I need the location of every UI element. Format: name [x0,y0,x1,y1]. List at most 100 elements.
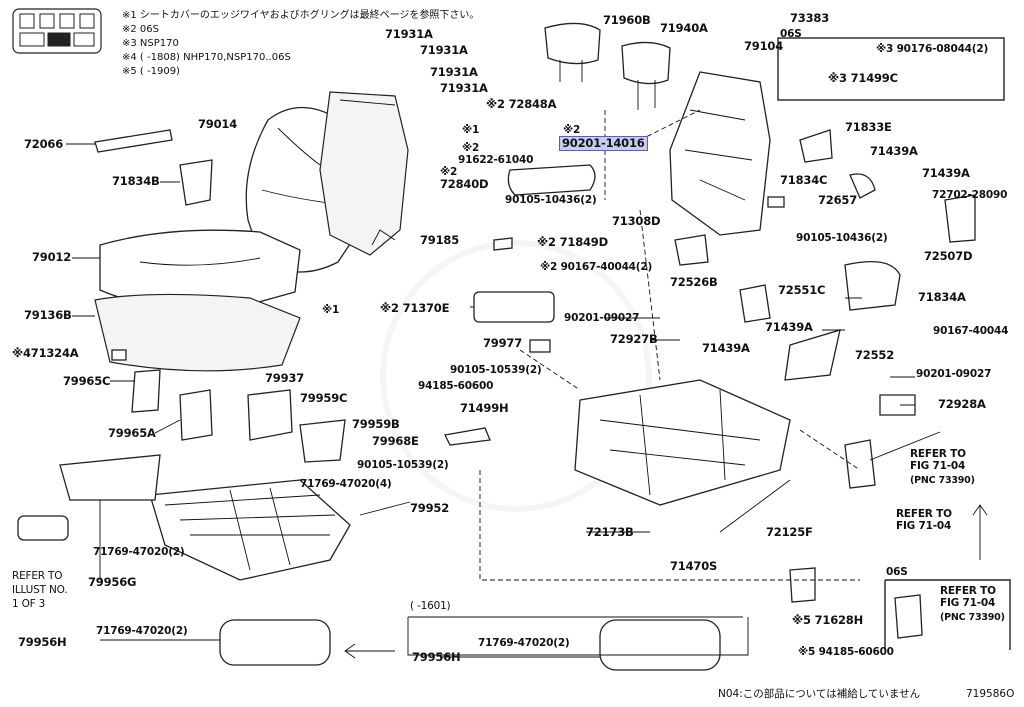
part-label[interactable]: 71769-47020(2) [96,625,188,637]
part-label[interactable]: 79968E [372,434,419,448]
side-cover-79956G [59,454,161,501]
part-label[interactable]: 79012 [32,250,72,264]
part-label[interactable]: 71940A [660,21,708,35]
part-label[interactable]: 79014 [198,117,238,131]
part-label[interactable]: 71769-47020(2) [93,546,185,558]
part-label[interactable]: 71931A [440,81,488,95]
refer-label[interactable]: REFER TO [910,448,966,460]
part-label[interactable]: ※2 71849D [537,235,608,249]
refer-label[interactable]: FIG 71-04 [940,597,996,609]
note-marker: ※1 [322,304,340,316]
part-label[interactable]: 79956G [88,575,137,589]
part-label[interactable]: 72526B [670,275,718,289]
part-label[interactable]: 94185-60600 [418,380,494,392]
part-label[interactable]: 71470S [670,559,718,573]
part-label[interactable]: 71960B [603,13,651,27]
pad-72657 [767,196,785,208]
part-label[interactable]: 71769-47020(2) [478,637,570,649]
side-cover-79956H-left [219,619,331,666]
part-label[interactable]: 90105-10539(2) [357,459,449,471]
part-label[interactable]: 71439A [922,166,970,180]
part-label[interactable]: ※2 90167-40044(2) [540,261,653,273]
part-label[interactable]: 71439A [765,320,813,334]
part-label[interactable]: 71834A [918,290,966,304]
belt-buckle-73390-b [894,594,923,639]
part-label[interactable]: 79136B [24,308,72,322]
arrow-up [972,504,988,560]
part-label[interactable]: 90201-09027 [564,312,640,324]
part-label[interactable]: 72657 [818,193,858,207]
part-label[interactable]: ※2 72848A [486,97,557,111]
refer-label: (PNC 73390) [910,475,975,486]
belt-buckle-73390-a [844,439,876,489]
part-label[interactable]: 72702-28090 [932,189,1008,201]
part-label[interactable]: 79965A [108,426,156,440]
part-label[interactable]: 90105-10436(2) [505,194,597,206]
part-label[interactable]: ※3 71499C [828,71,898,85]
refer-label[interactable]: FIG 71-04 [896,520,952,532]
part-label[interactable]: ※2 71370E [380,301,450,315]
part-label[interactable]: 90167-40044 [933,325,1009,337]
latch-79965A [179,389,213,441]
serial-range: ( -1601) [410,600,451,612]
part-label[interactable]: 71931A [430,65,478,79]
refer-label: (PNC 73390) [940,612,1005,623]
part-label[interactable]: 79185 [420,233,460,247]
cover-71834A [844,261,901,311]
part-label[interactable]: 72125F [766,525,813,539]
note-2: ※2 06S [122,24,159,35]
part-label[interactable]: 71931A [385,27,433,41]
refer-label[interactable]: REFER TO [940,585,996,597]
part-label[interactable]: 91622-61040 [458,154,534,166]
part-label[interactable]: 72840D [440,177,489,191]
part-label[interactable]: 71834C [780,173,828,187]
part-label[interactable]: 72552 [855,348,895,362]
part-label[interactable]: 90105-10539(2) [450,364,542,376]
part-label[interactable]: 72927B [610,332,658,346]
part-label[interactable]: 71308D [612,214,661,228]
bracket-72526B [674,234,709,266]
part-label[interactable]: 79959B [352,417,400,431]
refer-label[interactable]: REFER TO [896,508,952,520]
part-label[interactable]: 72551C [778,283,826,297]
part-label[interactable]: 71439A [870,144,918,158]
part-label[interactable]: ※3 90176-08044(2) [876,43,989,55]
trim-79968E [444,427,491,446]
part-label[interactable]: 79965C [63,374,111,388]
cover-72552 [784,329,841,381]
seat-back-frame-79104 [669,71,771,236]
part-label[interactable]: 79956H [412,650,461,664]
cover-79959B [299,419,346,463]
part-label[interactable]: 72928A [938,397,986,411]
part-label[interactable]: 72507D [924,249,973,263]
bracket-72507D [944,194,976,243]
part-label[interactable]: 79977 [483,336,523,350]
part-label[interactable]: 71439A [702,341,750,355]
part-label[interactable]: 71931A [420,43,468,57]
refer-illust[interactable]: ILLUST NO. [12,584,68,596]
watermark-seal [380,240,652,512]
part-label[interactable]: 73383 [790,11,830,25]
part-label[interactable]: 72066 [24,137,64,151]
part-label[interactable]: 71499H [460,401,509,415]
part-label[interactable]: 71769-47020(4) [300,478,392,490]
part-label[interactable]: 79959C [300,391,348,405]
bracket-71834B [179,159,213,206]
part-label[interactable]: ※471324A [12,346,79,360]
part-label[interactable]: 79104 [744,39,784,53]
part-label[interactable]: 79956H [18,635,67,649]
part-label[interactable]: 71834B [112,174,160,188]
refer-label[interactable]: FIG 71-04 [910,460,966,472]
part-label[interactable]: 72173B [586,525,634,539]
part-label[interactable]: 90105-10436(2) [796,232,888,244]
part-label[interactable]: ※5 94185-60600 [798,646,894,658]
part-label[interactable]: 79952 [410,501,450,515]
part-label-highlighted[interactable]: 90201-14016 [559,136,648,151]
refer-illust[interactable]: REFER TO [12,570,63,582]
part-label[interactable]: 79937 [265,371,305,385]
part-label[interactable]: 71833E [845,120,892,134]
part-label[interactable]: ※5 71628H [792,613,864,627]
part-label[interactable]: 90201-09027 [916,368,992,380]
